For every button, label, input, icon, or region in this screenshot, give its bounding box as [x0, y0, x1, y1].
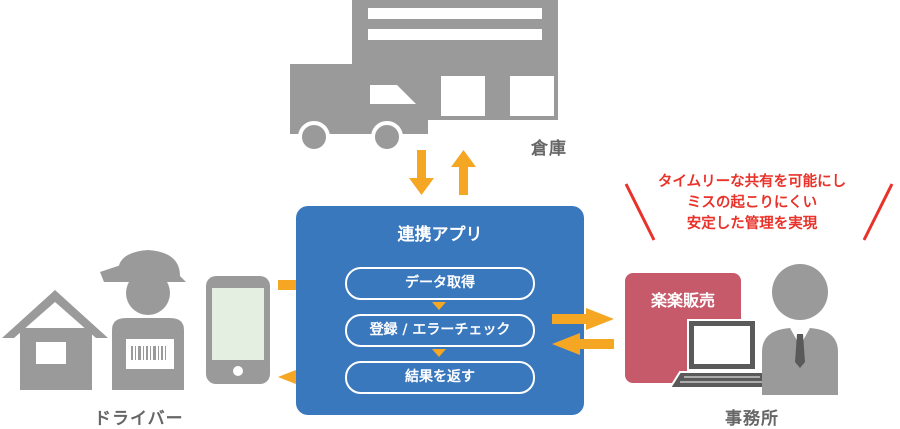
driver-label: ドライバー — [94, 409, 184, 429]
callout-text: タイムリーな共有を可能にし ミスの起こりにくい 安定した管理を実現 — [627, 172, 877, 235]
callout-line-3: 安定した管理を実現 — [686, 216, 818, 232]
step-register-check: 登録 / エラーチェック — [345, 314, 535, 347]
rakuraku-label: 楽楽販売 — [650, 291, 715, 310]
house-icon — [2, 290, 108, 390]
arrow-app-to-office — [552, 308, 614, 330]
arrow-down-to-app — [409, 150, 434, 195]
truck-icon — [290, 64, 428, 153]
arrow-up-to-warehouse — [451, 150, 476, 195]
step-return-result: 結果を返す — [345, 361, 535, 394]
laptop-icon — [668, 319, 776, 389]
businessman-icon — [762, 264, 838, 395]
warehouse-label: 倉庫 — [531, 139, 567, 159]
callout-line-1: タイムリーな共有を可能にし — [657, 174, 847, 190]
arrow-office-to-app — [552, 333, 614, 355]
callout-line-2: ミスの起こりにくい — [686, 195, 818, 211]
step-connector-2 — [432, 349, 446, 357]
barcode-icon — [124, 337, 176, 371]
app-title: 連携アプリ — [397, 225, 483, 245]
smartphone-icon — [206, 276, 270, 384]
step-fetch-data: データ取得 — [345, 267, 535, 300]
step-connector-1 — [432, 302, 446, 310]
callout-slash-right — [862, 183, 894, 241]
callout-slash-left — [624, 183, 656, 241]
office-label: 事務所 — [725, 409, 779, 429]
